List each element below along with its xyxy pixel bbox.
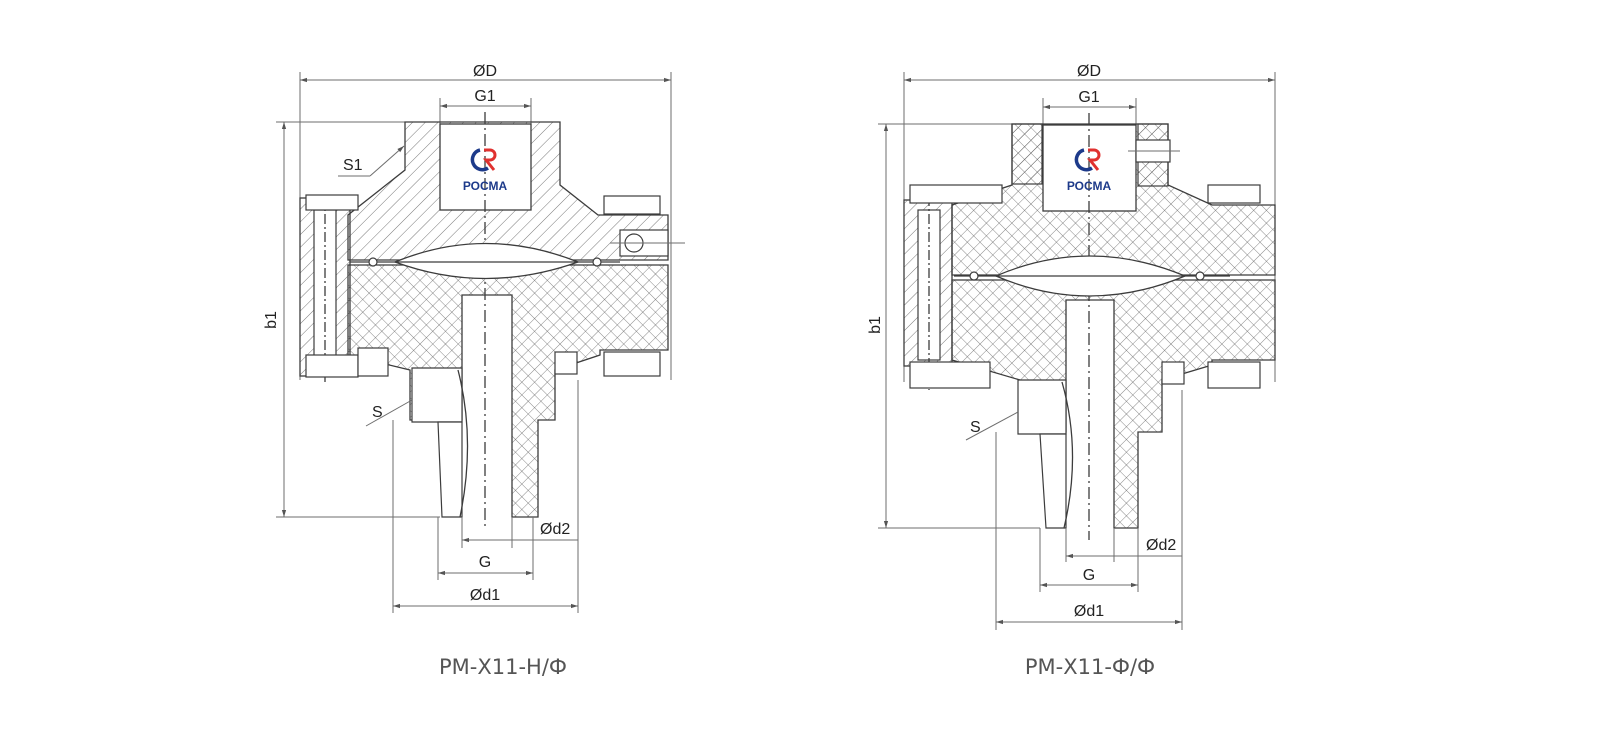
rosma-logo-right: РОСМА [1067,148,1112,193]
dim-D-label: ØD [473,63,497,80]
dim-d2-label: Ød2 [540,521,570,538]
dim-G-label: G [1083,567,1095,584]
dim-G1-label: G1 [1078,89,1099,106]
drawing-left: ØD G1 b1 S1 [263,63,685,679]
caption-right: РМ-Х11-Ф/Ф [1025,655,1155,679]
dim-d1-label: Ød1 [1074,603,1104,620]
dim-S1-label: S1 [343,157,363,174]
dim-b1-label: b1 [263,311,280,329]
logo-text: РОСМА [1067,179,1112,193]
dim-b1-label: b1 [867,316,884,334]
dim-S-label: S [372,404,383,421]
dim-d2-label: Ød2 [1146,537,1176,554]
caption-left: РМ-Х11-Н/Ф [439,655,567,679]
logo-text: РОСМА [463,179,508,193]
dim-d1-label: Ød1 [470,587,500,604]
dim-G1-label: G1 [474,88,495,105]
drawing-right: ØD G1 b1 [867,63,1276,679]
dim-G-label: G [479,554,491,571]
rosma-logo-left: РОСМА [463,148,508,193]
dim-D-label: ØD [1077,63,1101,80]
dim-S-label: S [970,419,981,436]
